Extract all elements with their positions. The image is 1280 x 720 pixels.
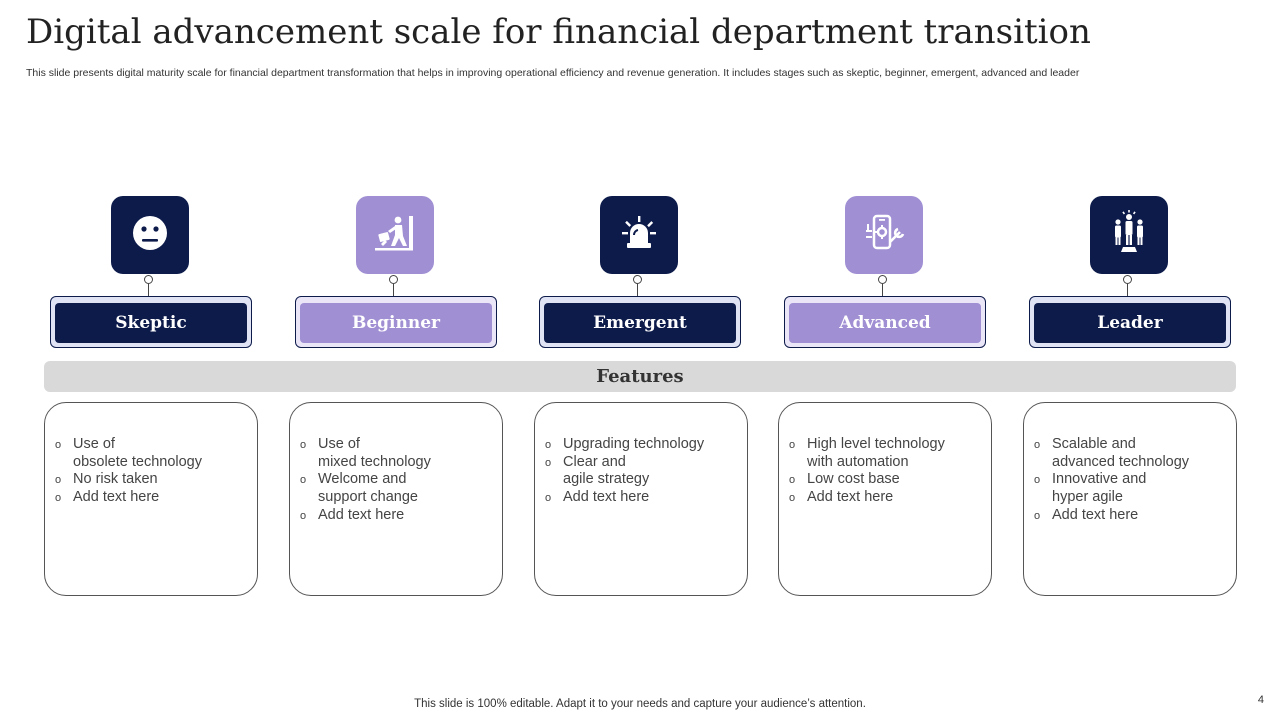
stage-icon-box <box>845 196 923 274</box>
circle-bullet-icon: o <box>55 492 62 505</box>
connector-dot <box>633 275 642 284</box>
connector-line <box>393 284 394 296</box>
slide-footer: This slide is 100% editable. Adapt it to… <box>414 698 866 710</box>
connector-dot <box>144 275 153 284</box>
circle-bullet-icon: o <box>545 492 552 505</box>
slide-subtitle: This slide presents digital maturity sca… <box>26 67 1080 79</box>
stage-advanced: Advanced <box>784 196 988 352</box>
circle-bullet-icon: o <box>1034 509 1041 522</box>
stage-label: Skeptic <box>55 303 247 343</box>
stage-label-frame: Beginner <box>295 296 497 348</box>
stage-icon-box <box>356 196 434 274</box>
circle-bullet-icon: o <box>300 439 307 451</box>
stage-emergent: Emergent <box>539 196 743 352</box>
connector-dot <box>1123 275 1132 284</box>
alarm-light-icon <box>619 213 659 258</box>
circle-bullet-icon: o <box>545 456 552 469</box>
connector-line <box>1127 284 1128 296</box>
circle-bullet-icon: o <box>545 439 552 451</box>
features-header: Features <box>44 361 1236 392</box>
stage-beginner: Beginner <box>295 196 499 352</box>
circle-bullet-icon: o <box>789 492 796 505</box>
climbing-stairs-icon <box>373 213 417 258</box>
stage-label: Beginner <box>300 303 492 343</box>
team-leader-icon <box>1109 209 1149 261</box>
circle-bullet-icon: o <box>55 439 62 451</box>
stage-label-frame: Emergent <box>539 296 741 348</box>
connector-line <box>148 284 149 296</box>
stage-icon-box <box>600 196 678 274</box>
stage-icon-box <box>1090 196 1168 274</box>
phone-tools-icon <box>863 212 905 259</box>
slide-title: Digital advancement scale for financial … <box>26 12 1091 52</box>
circle-bullet-icon: o <box>1034 474 1041 487</box>
circle-bullet-icon: o <box>789 439 796 451</box>
circle-bullet-icon: o <box>55 474 62 487</box>
neutral-face-icon <box>131 214 169 257</box>
stage-label: Leader <box>1034 303 1226 343</box>
connector-line <box>637 284 638 296</box>
connector-dot <box>878 275 887 284</box>
stage-icon-box <box>111 196 189 274</box>
circle-bullet-icon: o <box>300 474 307 487</box>
circle-bullet-icon: o <box>300 509 307 522</box>
stage-label-frame: Skeptic <box>50 296 252 348</box>
stage-label-frame: Leader <box>1029 296 1231 348</box>
stage-skeptic: Skeptic <box>50 196 254 352</box>
page-number: 4 <box>1257 694 1264 706</box>
stage-leader: Leader <box>1029 196 1233 352</box>
stage-label-frame: Advanced <box>784 296 986 348</box>
stage-label: Advanced <box>789 303 981 343</box>
circle-bullet-icon: o <box>789 474 796 487</box>
circle-bullet-icon: o <box>1034 439 1041 451</box>
stage-label: Emergent <box>544 303 736 343</box>
connector-dot <box>389 275 398 284</box>
connector-line <box>882 284 883 296</box>
